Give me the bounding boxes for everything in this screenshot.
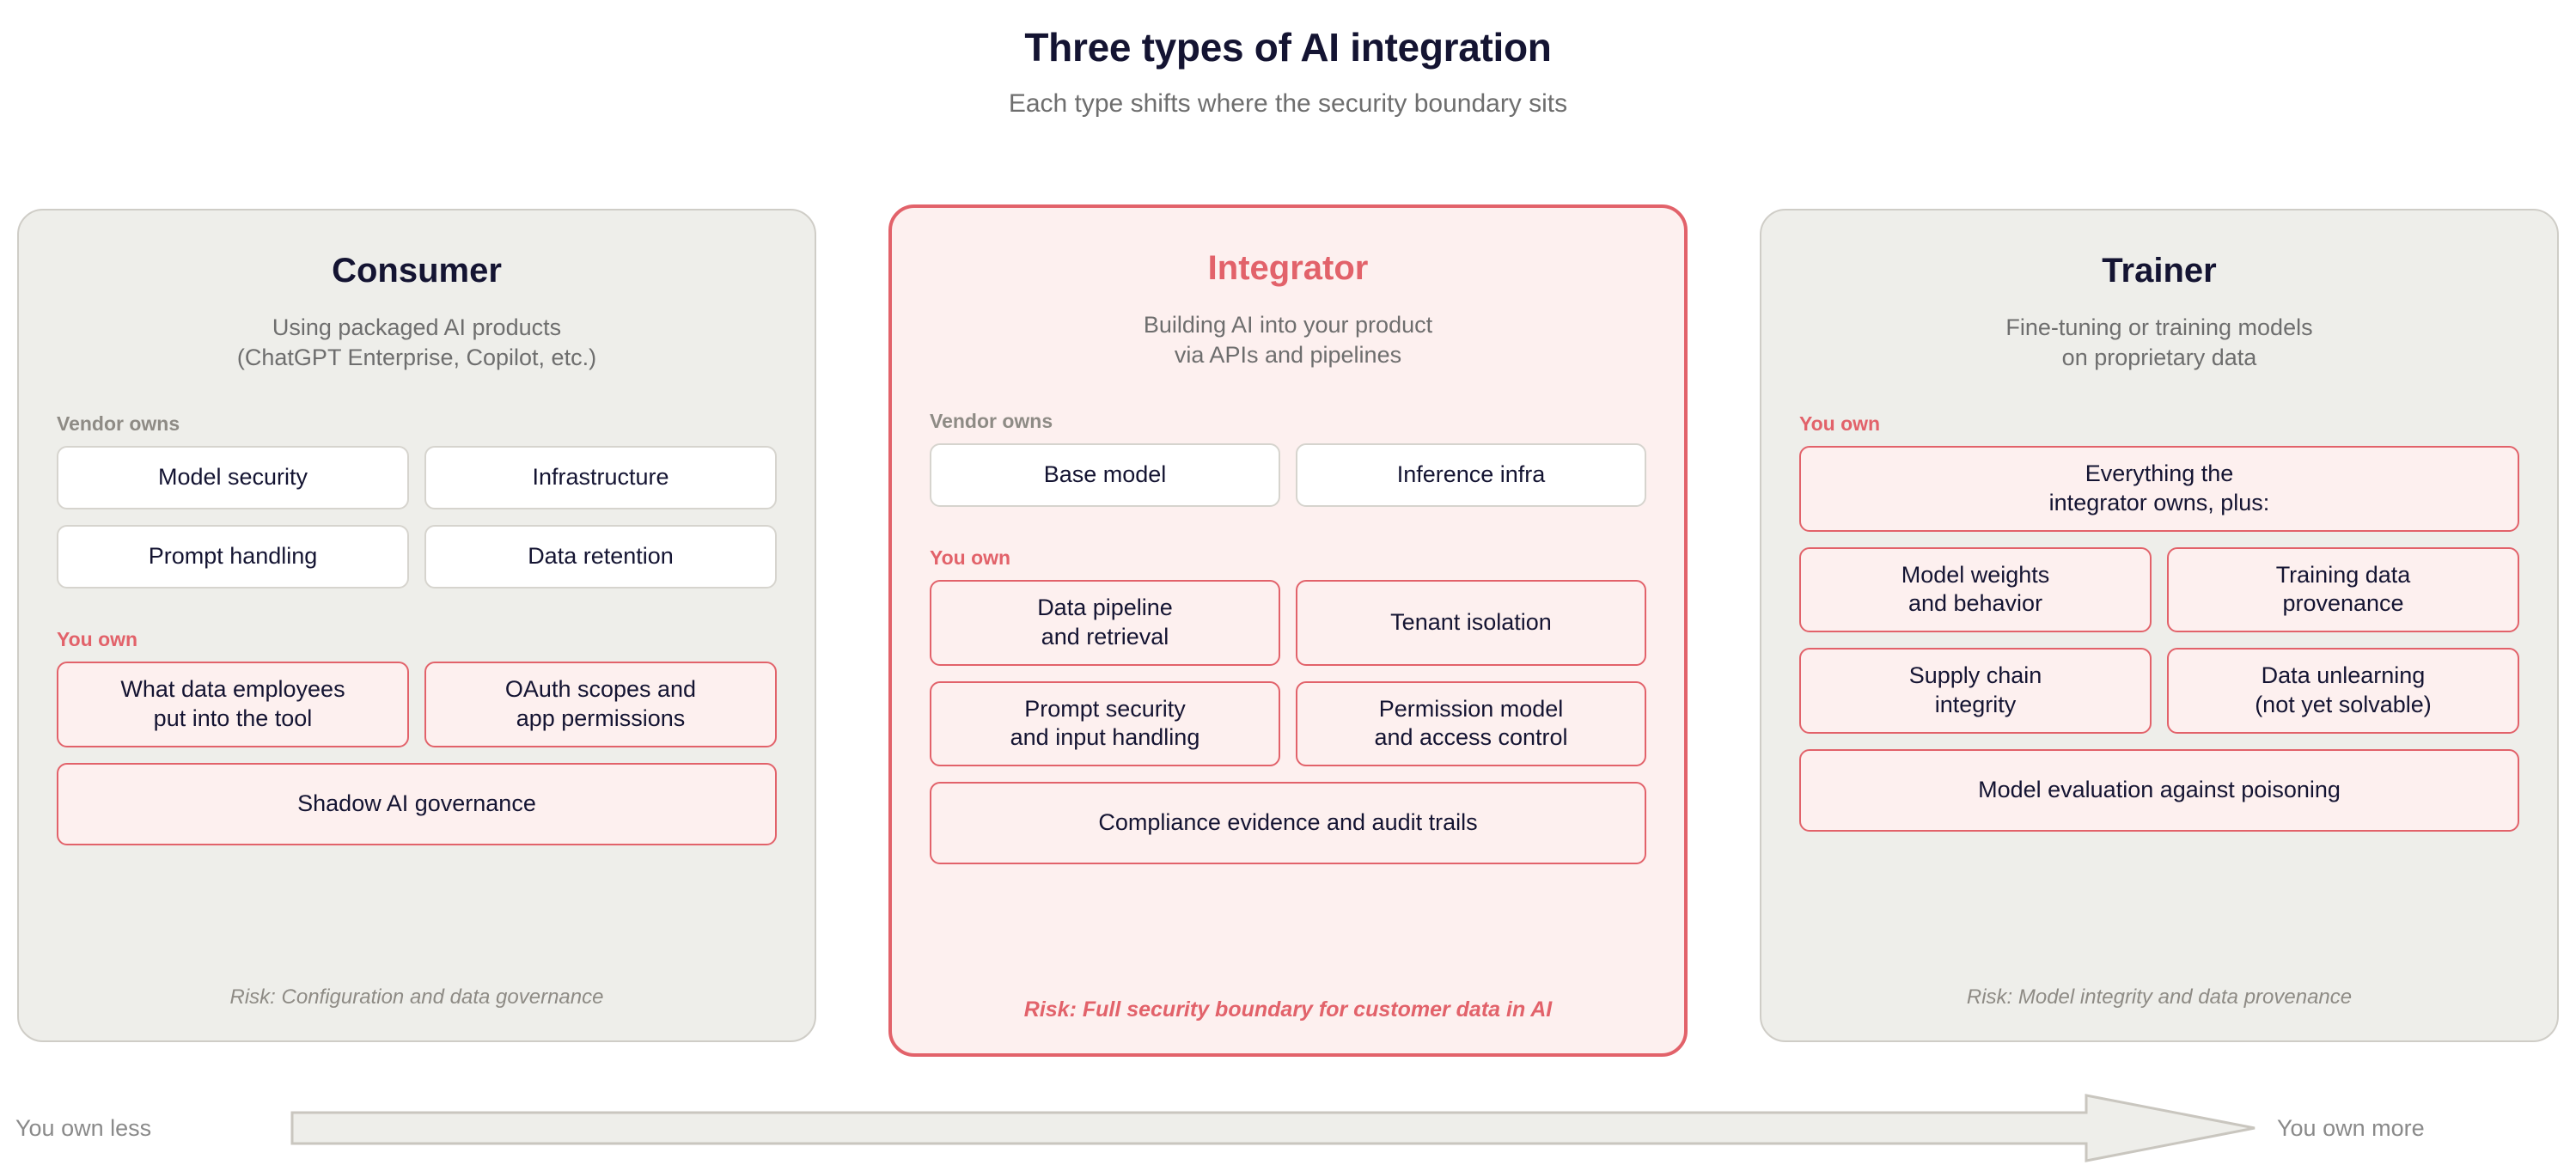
page-title: Three types of AI integration [1024,25,1552,70]
chip: Supply chain integrity [1799,648,2152,734]
card-subtitle-integrator: Building AI into your product via APIs a… [1143,312,1433,369]
chip: Model weights and behavior [1799,546,2152,633]
chip: Model evaluation against poisoning [1799,748,2519,832]
page-header: Three types of AI integration Each type … [0,0,2576,119]
page-subtitle: Each type shifts where the security boun… [1008,89,1568,118]
ownership-left-label: You own less [15,1114,152,1141]
chip: OAuth scopes and app permissions [424,662,777,747]
chip: Data pipeline and retrieval [930,580,1280,666]
chip: Data retention [424,525,777,589]
ownership-scale: You own less You own more [0,1091,2576,1165]
chip: Everything the integrator owns, plus: [1799,446,2519,532]
chip: Base model [930,443,1280,508]
chip: Prompt security and input handling [930,680,1280,767]
chip: Data unlearning (not yet solvable) [2167,648,2519,734]
chip: Model security [57,446,409,510]
chip: Tenant isolation [1296,580,1646,666]
chip: What data employees put into the tool [57,662,409,747]
risk-note-trainer: Risk: Model integrity and data provenanc… [1966,985,2353,1009]
chip-grid-you-trainer: Everything the integrator owns, plus: Mod… [1799,446,2519,832]
chip: Inference infra [1296,443,1646,508]
section-label-you-consumer: You own [57,628,138,651]
card-title-trainer: Trainer [2102,252,2217,290]
chip: Permission model and access control [1296,680,1646,767]
card-title-integrator: Integrator [1207,249,1369,287]
card-subtitle-trainer: Fine-tuning or training models on propri… [2005,314,2313,371]
chip: Prompt handling [57,525,409,589]
right-arrow-icon [290,1094,2256,1162]
risk-note-consumer: Risk: Configuration and data governance [229,985,604,1009]
card-subtitle-consumer: Using packaged AI products (ChatGPT Ente… [236,314,597,371]
section-label-vendor-integrator: Vendor owns [930,410,1053,433]
chip: Infrastructure [424,446,777,510]
risk-note-integrator: Risk: Full security boundary for custome… [1023,997,1553,1022]
section-label-vendor-consumer: Vendor owns [57,412,180,436]
card-title-consumer: Consumer [332,252,502,290]
section-label-you-integrator: You own [930,546,1011,570]
chip: Training data provenance [2167,546,2519,633]
chip: Shadow AI governance [57,762,777,845]
section-label-you-trainer: You own [1799,412,1881,436]
ownership-arrow [290,1094,2258,1162]
ownership-right-label: You own more [2277,1114,2425,1141]
chip: Compliance evidence and audit trails [930,782,1646,865]
